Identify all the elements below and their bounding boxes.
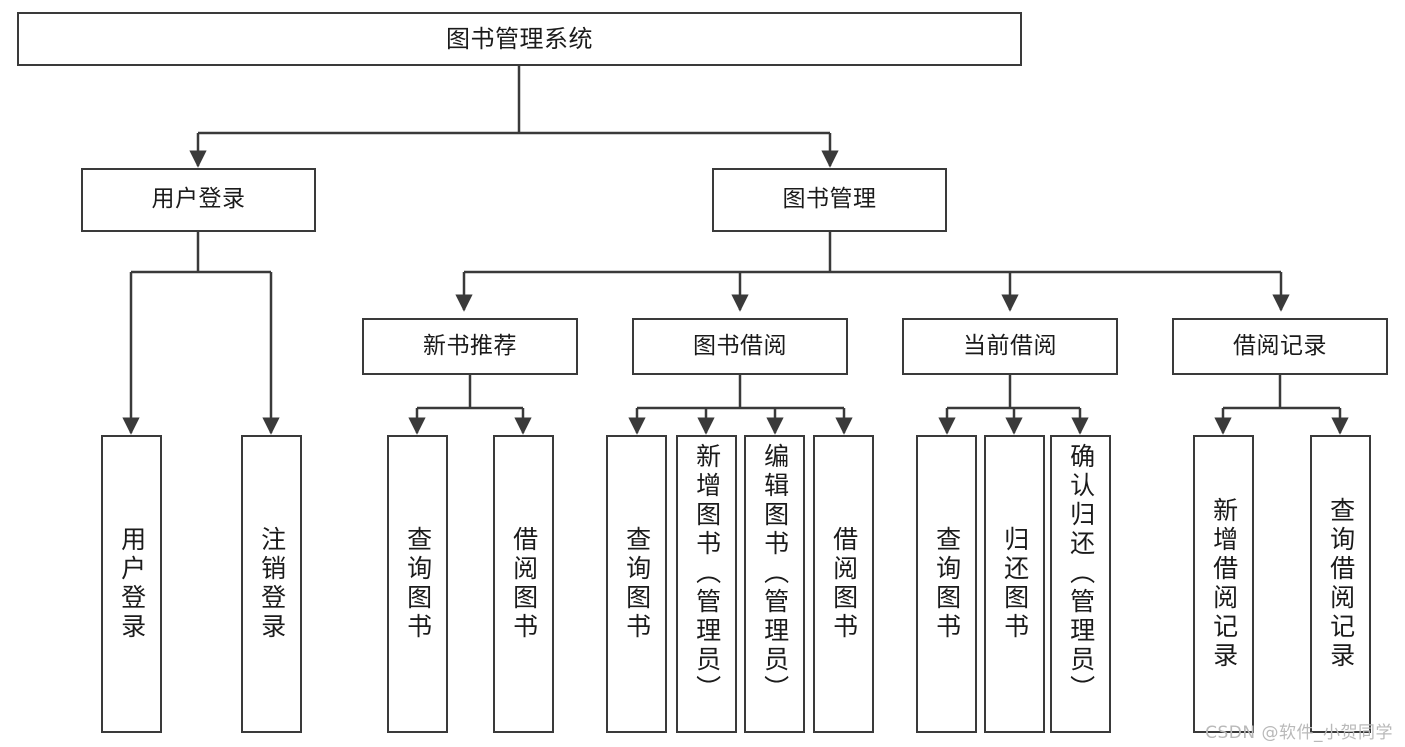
node-label: 借阅图书	[829, 526, 859, 642]
leaf-borrow-book-recommend[interactable]: 借阅图书	[493, 435, 554, 733]
node-label: 编辑图书（管理员）	[760, 443, 790, 704]
node-label: 图书借阅	[693, 332, 787, 359]
leaf-user-login[interactable]: 用户登录	[101, 435, 162, 733]
node-root-system[interactable]: 图书管理系统	[17, 12, 1022, 66]
leaf-add-book-admin[interactable]: 新增图书（管理员）	[676, 435, 737, 733]
node-label: 借阅图书	[509, 526, 539, 642]
node-user-login[interactable]: 用户登录	[81, 168, 316, 232]
node-label: 注销登录	[257, 526, 287, 642]
node-book-borrow[interactable]: 图书借阅	[632, 318, 848, 375]
node-label: 新增借阅记录	[1209, 497, 1239, 671]
leaf-query-borrow-record[interactable]: 查询借阅记录	[1310, 435, 1371, 733]
node-new-book-recommend[interactable]: 新书推荐	[362, 318, 578, 375]
node-label: 查询图书	[622, 526, 652, 642]
leaf-query-book-borrow[interactable]: 查询图书	[606, 435, 667, 733]
node-label: 查询借阅记录	[1326, 497, 1356, 671]
node-label: 新书推荐	[423, 332, 517, 359]
node-label: 查询图书	[932, 526, 962, 642]
node-label: 借阅记录	[1233, 332, 1327, 359]
node-label: 新增图书（管理员）	[692, 443, 722, 704]
leaf-user-logout[interactable]: 注销登录	[241, 435, 302, 733]
node-label: 当前借阅	[963, 332, 1057, 359]
node-label: 图书管理系统	[446, 24, 593, 53]
leaf-query-book-current[interactable]: 查询图书	[916, 435, 977, 733]
node-label: 归还图书	[1000, 526, 1030, 642]
node-label: 用户登录	[117, 526, 147, 642]
node-label: 查询图书	[403, 526, 433, 642]
node-current-borrow[interactable]: 当前借阅	[902, 318, 1118, 375]
node-borrow-records[interactable]: 借阅记录	[1172, 318, 1388, 375]
watermark-text: CSDN @软件_小贺同学	[1205, 723, 1393, 743]
leaf-return-book[interactable]: 归还图书	[984, 435, 1045, 733]
leaf-edit-book-admin[interactable]: 编辑图书（管理员）	[744, 435, 805, 733]
leaf-add-borrow-record[interactable]: 新增借阅记录	[1193, 435, 1254, 733]
leaf-query-book-recommend[interactable]: 查询图书	[387, 435, 448, 733]
node-book-management[interactable]: 图书管理	[712, 168, 947, 232]
leaf-borrow-book[interactable]: 借阅图书	[813, 435, 874, 733]
leaf-confirm-return-admin[interactable]: 确认归还（管理员）	[1050, 435, 1111, 733]
node-label: 用户登录	[151, 186, 246, 213]
node-label: 确认归还（管理员）	[1066, 443, 1096, 704]
node-label: 图书管理	[782, 186, 877, 213]
